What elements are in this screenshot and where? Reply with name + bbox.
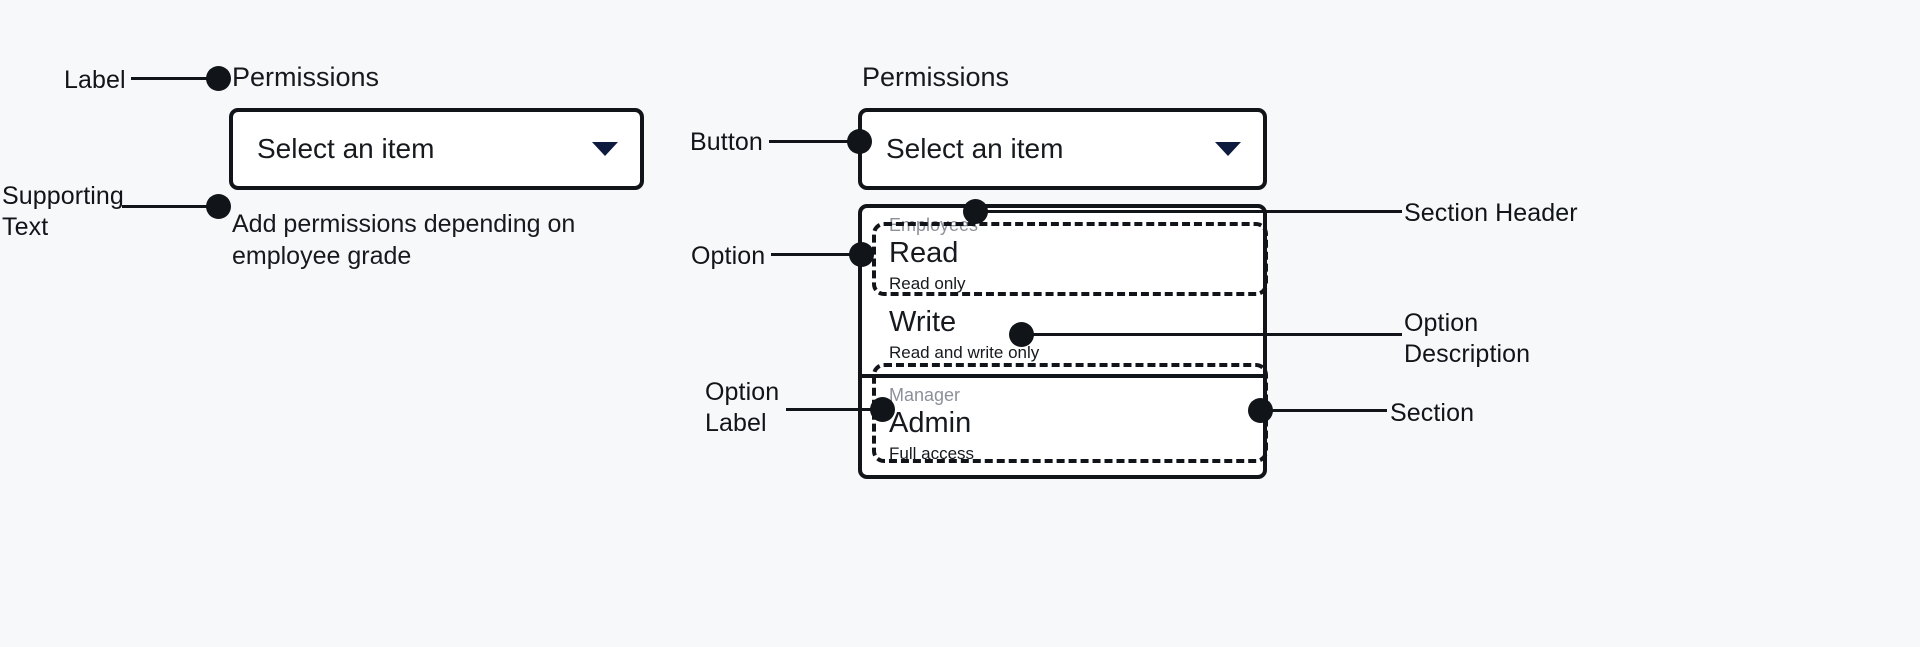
callout-supporting-text: Supporting Text [2,182,124,241]
callout-section-header-text: Section Header [1404,199,1578,227]
callout-supporting-leader [122,205,218,208]
option-description-write: Read and write only [889,343,1040,362]
callout-option-label-dot [870,397,895,422]
callout-option-label-leader [786,408,882,411]
callout-label-text: Label [64,66,126,94]
select-value-text: Select an item [257,133,435,164]
callout-label-leader [131,77,217,80]
callout-supporting-dot [206,194,231,219]
callout-section-leader [1260,409,1387,412]
option-read[interactable]: Read Read only [862,236,1263,305]
callout-button-dot [847,129,872,154]
options-listbox[interactable]: Employees Read Read only Write Read and … [858,204,1267,479]
chevron-down-icon [1215,142,1241,156]
callout-option-description-leader [1021,333,1402,336]
option-admin[interactable]: Admin Full access [862,406,1263,475]
chevron-down-icon [592,142,618,156]
callout-option-dot [849,242,874,267]
callout-button-leader [769,140,859,143]
permissions-select-button[interactable]: Select an item [229,108,644,190]
section-header-manager: Manager [889,385,961,405]
callout-option-label-text: Option Label [705,378,780,437]
option-description-admin: Full access [889,444,975,463]
callout-option-text: Option [691,242,766,270]
callout-section-text: Section [1390,399,1475,427]
supporting-text: Add permissions depending on employee gr… [232,210,576,270]
list-section-employees: Employees Read Read only Write Read and … [862,208,1263,374]
option-label-read: Read [889,237,959,269]
option-write[interactable]: Write Read and write only [862,305,1263,374]
left-specimen: Permissions Select an item Add permissio… [229,60,644,272]
callout-option-description-text: Option Description [1404,309,1531,368]
callout-button-text: Button [690,128,763,156]
right-specimen: Permissions Select an item Employees Rea… [858,60,1267,479]
option-label-admin: Admin [889,407,972,439]
select-value-text-expanded: Select an item [886,133,1064,164]
option-label-write: Write [889,306,957,338]
callout-option-leader [771,253,861,256]
permissions-select-button-expanded[interactable]: Select an item [858,108,1267,190]
list-section-manager: Manager Admin Full access [862,374,1263,475]
callout-section-header-leader [975,210,1402,213]
permissions-label-expanded: Permissions [862,62,1010,92]
callout-label-dot [206,66,231,91]
option-description-read: Read only [889,274,966,293]
permissions-label: Permissions [232,62,380,92]
